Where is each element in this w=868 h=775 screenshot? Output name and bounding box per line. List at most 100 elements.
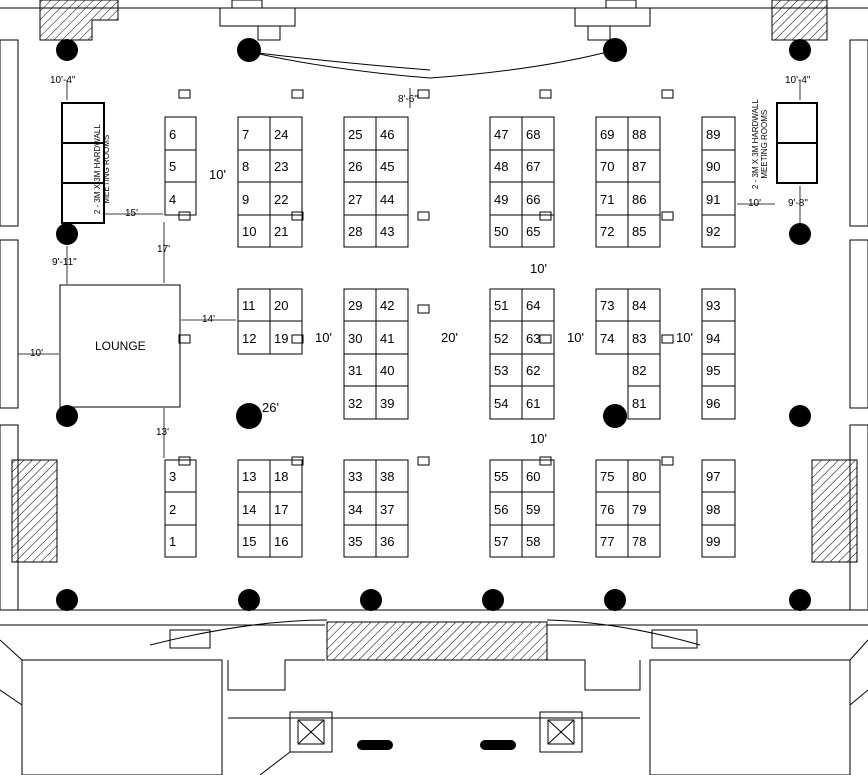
booth-number: 59 [526, 501, 541, 517]
booth-number: 34 [348, 501, 363, 517]
booth-85[interactable] [627, 214, 661, 248]
booth-4[interactable] [164, 181, 197, 216]
top-stairs [219, 0, 651, 41]
booth-number: 19 [274, 330, 289, 346]
booth-number: 71 [600, 191, 615, 207]
dim-9-11: 9'-11" [52, 257, 77, 268]
dim-10-mid-bottom: 10' [530, 431, 547, 446]
booth-number: 72 [600, 224, 615, 239]
booth-number: 18 [274, 469, 289, 484]
booth-number: 61 [526, 395, 541, 411]
booth-number: 9 [242, 191, 250, 207]
booth-number: 87 [632, 159, 647, 174]
booth-number: 91 [706, 191, 721, 207]
booth-number: 47 [494, 126, 509, 142]
booth-number: 44 [380, 191, 395, 207]
booth-number: 89 [706, 126, 721, 142]
booth-number: 11 [242, 298, 256, 313]
utility-boxes [178, 89, 674, 466]
meeting-rooms-label-line1: 2 - 3M X 3M HARDWALL [92, 124, 102, 215]
booth-1[interactable] [164, 524, 197, 558]
meeting-rooms-label-line1: 2 - 3M X 3M HARDWALL [750, 99, 760, 190]
booth-number: 16 [274, 534, 289, 549]
booth-number: 45 [380, 159, 395, 174]
booth-58[interactable] [521, 524, 555, 558]
booth-number: 69 [600, 126, 615, 142]
booth-cells [164, 116, 736, 558]
booth-21[interactable] [269, 214, 303, 248]
booth-number: 94 [706, 330, 721, 346]
booth-number: 98 [706, 501, 721, 517]
booth-number: 33 [348, 469, 363, 484]
dim-10-aisle-d: 10' [676, 330, 693, 345]
booth-number: 67 [526, 159, 541, 174]
booth-number: 17 [274, 501, 289, 517]
booth-36[interactable] [375, 524, 409, 558]
booth-number: 50 [494, 224, 509, 239]
dim-20: 20' [441, 330, 458, 345]
booth-number: 75 [600, 469, 615, 484]
booth-number: 43 [380, 224, 395, 239]
meeting-rooms-label-line2: MEETING ROOMS [102, 134, 111, 204]
dim-8-6: 8'-6" [398, 94, 418, 105]
booth-number: 3 [169, 469, 177, 484]
booth-number: 66 [526, 191, 541, 207]
dim-10-4-right: 10'-4" [785, 75, 811, 86]
dimension-lines [18, 80, 801, 458]
booth-number: 31 [348, 363, 363, 378]
booth-number: 70 [600, 159, 615, 174]
booth-16[interactable] [269, 524, 303, 558]
booth-39[interactable] [375, 385, 409, 420]
booth-number: 41 [380, 330, 395, 346]
booth-number: 46 [380, 126, 395, 142]
booth-81[interactable] [627, 385, 661, 420]
booth-number: 15 [242, 534, 257, 549]
lounge-label: LOUNGE [95, 339, 146, 353]
dim-10-aisle-a: 10' [209, 167, 226, 182]
booth-number: 30 [348, 330, 363, 346]
dim-10-4-left: 10'-4" [50, 75, 76, 86]
dim-10-mid-top: 10' [530, 261, 547, 276]
curved-walls [149, 49, 701, 646]
booth-92[interactable] [701, 214, 736, 248]
booth-96[interactable] [701, 385, 736, 420]
booth-number: 12 [242, 330, 257, 346]
booth-number: 48 [494, 159, 509, 174]
booth-61[interactable] [521, 385, 555, 420]
booth-number: 39 [380, 395, 395, 411]
dim-10-aisle-b: 10' [315, 330, 332, 345]
columns [56, 38, 811, 750]
booth-number: 81 [632, 395, 647, 411]
booth-43[interactable] [375, 214, 409, 248]
booth-number: 49 [494, 191, 509, 207]
booth-number: 22 [274, 191, 289, 207]
dim-15: 15' [125, 208, 139, 219]
booth-number: 78 [632, 534, 647, 549]
booth-number: 88 [632, 126, 647, 142]
dim-13: 13' [156, 427, 170, 438]
meeting-rooms-label-left: 2 - 3M X 3M HARDWALL MEETING ROOMS [93, 109, 111, 229]
booth-number: 7 [242, 126, 250, 142]
booth-19[interactable] [269, 320, 303, 355]
booth-number: 95 [706, 363, 721, 378]
booth-99[interactable] [701, 524, 736, 558]
booth-number: 2 [169, 501, 177, 517]
booth-number: 93 [706, 298, 721, 313]
service-areas [11, 0, 858, 661]
booth-65[interactable] [521, 214, 555, 248]
booth-number: 96 [706, 395, 721, 411]
booth-number: 53 [494, 363, 509, 378]
booth-number: 65 [526, 224, 541, 239]
booth-number: 10 [242, 224, 257, 239]
booth-number: 99 [706, 534, 721, 549]
booth-number: 58 [526, 534, 541, 549]
booth-number: 1 [169, 534, 177, 549]
booth-number: 92 [706, 224, 721, 239]
booth-number: 26 [348, 159, 363, 174]
booth-number: 40 [380, 363, 395, 378]
booth-78[interactable] [627, 524, 661, 558]
hall-walls [0, 7, 868, 775]
booth-number: 36 [380, 534, 395, 549]
